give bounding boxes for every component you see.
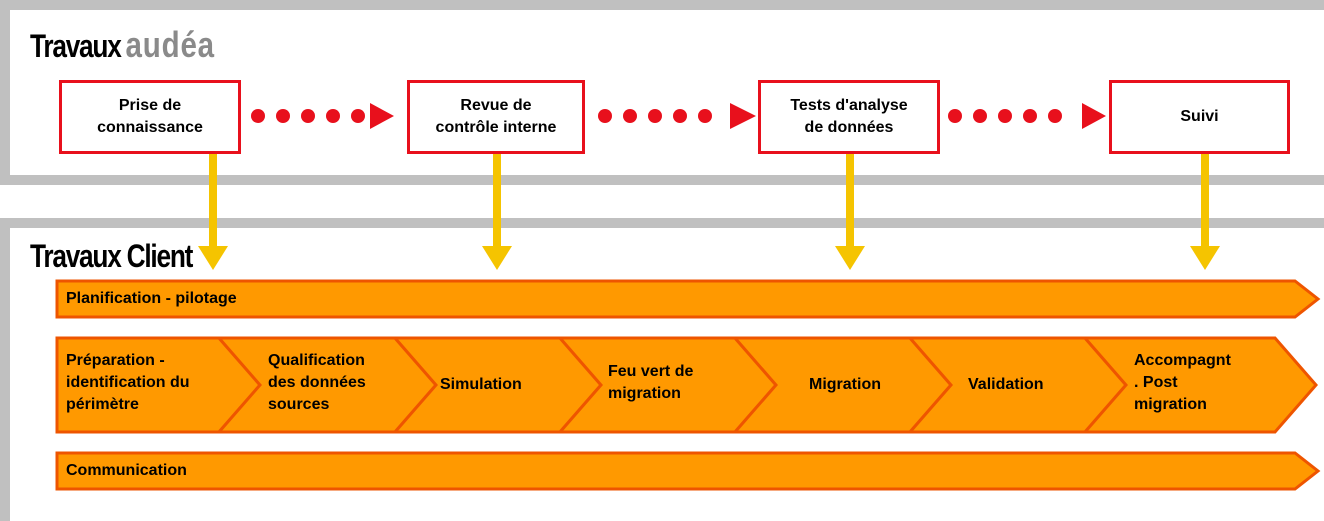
down-arrow-2 (482, 154, 512, 270)
step-tests-analyse-donnees: Tests d'analyse de données (758, 80, 940, 154)
client-title: Travaux Client (30, 238, 193, 274)
phase-validation-label: Validation (968, 376, 1044, 393)
dotted-connector-3 (948, 103, 1106, 129)
phase-accompagnement-label: Accompagnt . Post migration (1134, 352, 1231, 413)
bar-communication-shape (55, 451, 1321, 491)
down-arrow-3 (835, 154, 865, 270)
bar-planification-shape (55, 279, 1321, 319)
bar-communication-label: Communication (66, 462, 187, 479)
step-prise-de-connaissance: Prise de connaissance (59, 80, 241, 154)
down-arrow-1 (198, 154, 228, 270)
phase-preparation-label: Préparation - identification du périmètr… (66, 352, 190, 413)
audea-brand-logo: audéa (125, 24, 215, 65)
audea-work-panel (0, 0, 1324, 185)
phase-migration-label: Migration (809, 376, 881, 393)
step-revue-controle-interne: Revue de contrôle interne (407, 80, 585, 154)
bar-planification-label: Planification - pilotage (66, 290, 237, 307)
phase-feu-vert-label: Feu vert de migration (608, 363, 694, 402)
client-work-panel (0, 218, 1324, 521)
chevron-7-shape (1081, 336, 1318, 434)
dotted-connector-1 (251, 103, 394, 129)
phase-simulation-label: Simulation (440, 376, 522, 393)
dotted-connector-2 (598, 103, 756, 129)
audea-title-word: Travaux (30, 28, 122, 64)
down-arrow-4 (1190, 154, 1220, 270)
phase-qualification-label: Qualification des données sources (268, 352, 366, 413)
step-suivi: Suivi (1109, 80, 1290, 154)
